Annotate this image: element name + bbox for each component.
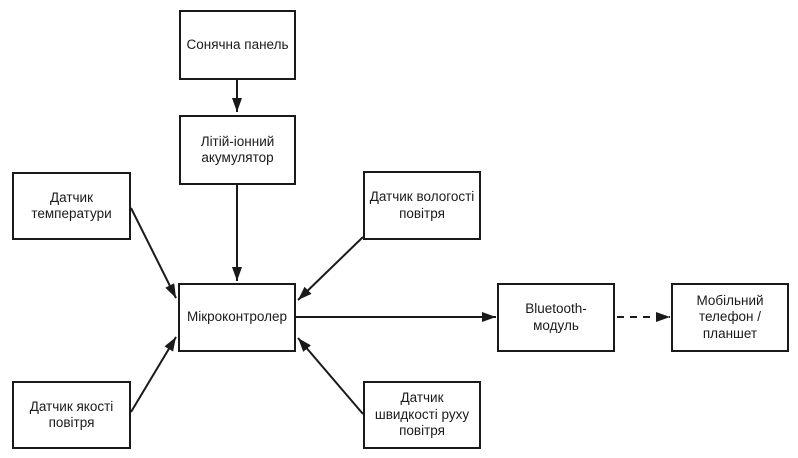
node-bluetooth-module: Bluetooth- модуль	[497, 283, 615, 352]
node-lithium-ion-battery-label: Літій-іонний акумулятор	[200, 133, 275, 165]
node-microcontroller-label: Мікроконтролер	[187, 309, 287, 325]
edge-humidity-to-mcu	[297, 236, 364, 301]
node-air-quality-sensor-label: Датчик якості повітря	[29, 398, 114, 430]
node-solar-panel: Сонячна панель	[179, 10, 296, 80]
node-microcontroller: Мікроконтролер	[178, 283, 296, 352]
edge-temperature-to-mcu	[130, 207, 177, 299]
node-air-speed-sensor-label: Датчик швидкості руху повітря	[374, 390, 470, 439]
node-temperature-sensor-label: Датчик температури	[31, 189, 112, 221]
node-mobile-phone-tablet-label: Мобільний телефон / планшет	[696, 292, 764, 341]
node-air-quality-sensor: Датчик якості повітря	[12, 381, 131, 449]
node-solar-panel-label: Сонячна панель	[186, 36, 289, 52]
node-mobile-phone-tablet: Мобільний телефон / планшет	[671, 283, 789, 352]
node-humidity-sensor: Датчик вологості повітря	[363, 171, 481, 240]
node-bluetooth-module-label: Bluetooth- модуль	[525, 301, 587, 333]
node-humidity-sensor-label: Датчик вологості повітря	[369, 189, 475, 221]
edge-air-speed-to-mcu	[297, 337, 364, 415]
node-temperature-sensor: Датчик температури	[12, 172, 131, 240]
node-lithium-ion-battery: Літій-іонний акумулятор	[179, 115, 296, 185]
node-air-speed-sensor: Датчик швидкості руху повітря	[363, 381, 481, 449]
edge-air-quality-to-mcu	[130, 336, 177, 413]
